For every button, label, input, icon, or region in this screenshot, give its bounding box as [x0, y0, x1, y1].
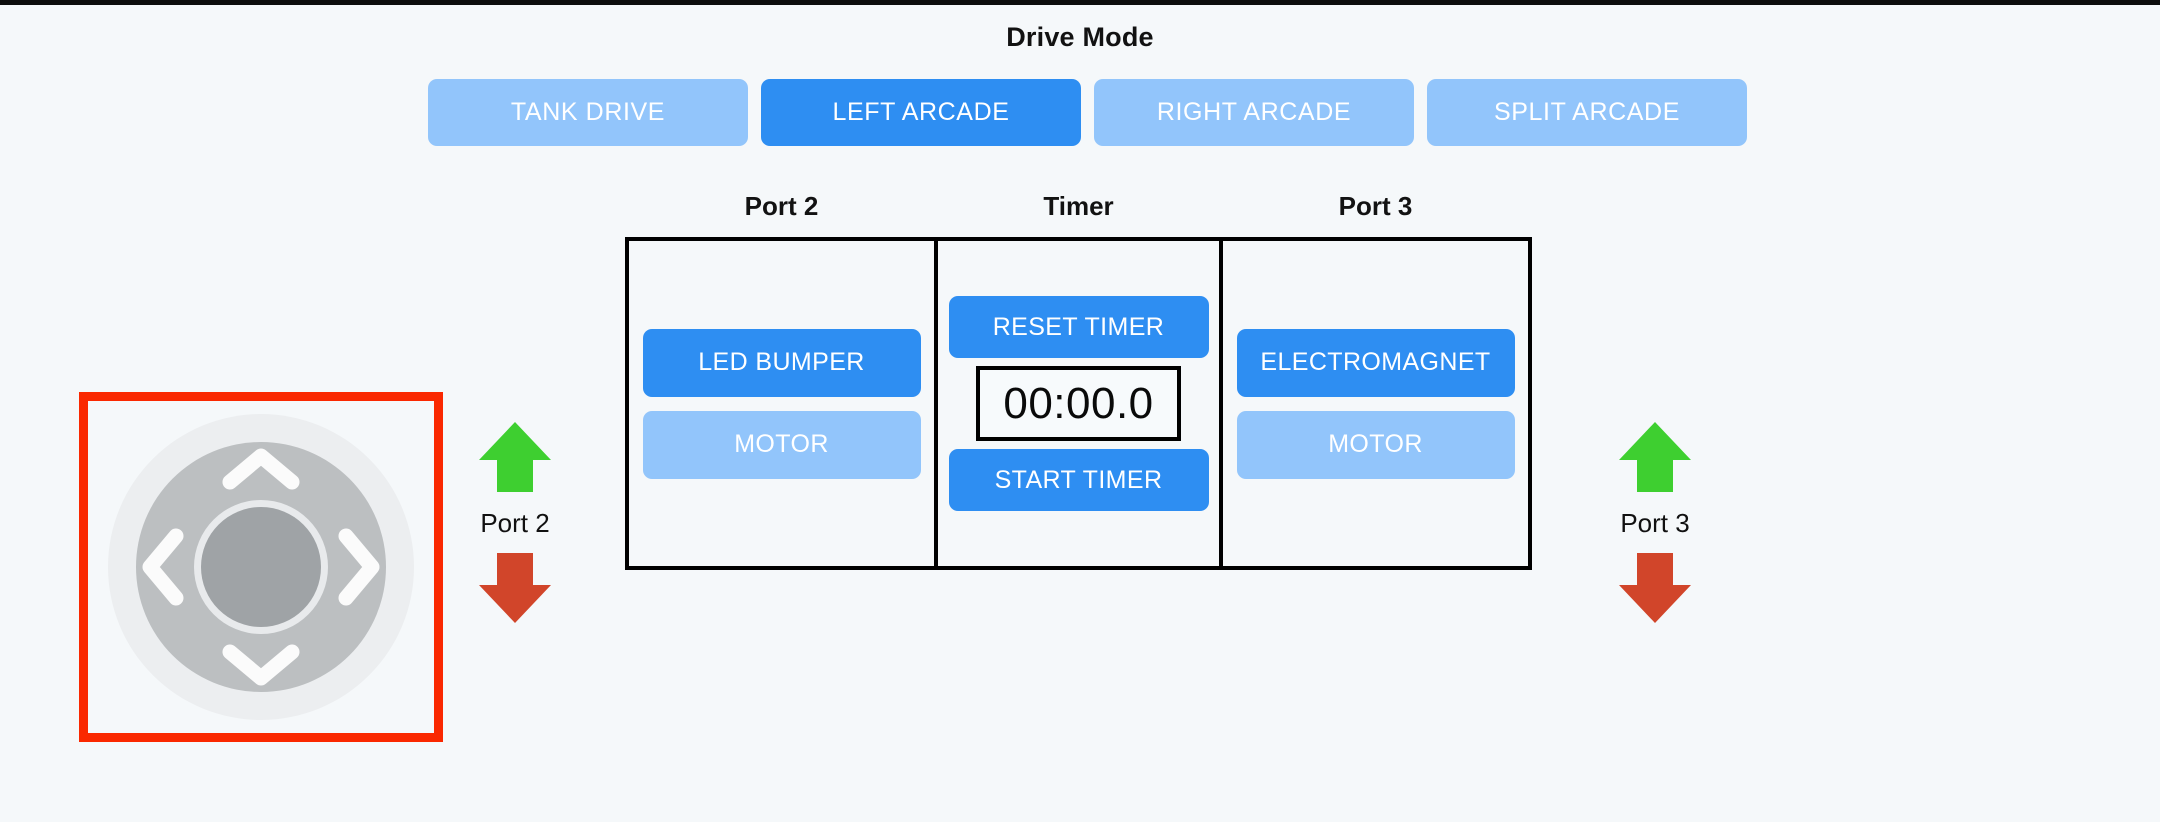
panel-port3: Port 3 ELECTROMAGNET MOTOR	[1219, 191, 1532, 570]
arrow-down-icon[interactable]	[1617, 551, 1693, 625]
drive-mode-title: Drive Mode	[1006, 22, 1154, 52]
electromagnet-button[interactable]: ELECTROMAGNET	[1236, 328, 1515, 397]
panel-timer: Timer RESET TIMER 00:00.0 START TIMER	[934, 191, 1223, 570]
chevron-down-icon[interactable]	[222, 644, 300, 686]
arrow-up-icon[interactable]	[477, 420, 553, 494]
drive-mode-button-group: TANK DRIVE LEFT ARCADE RIGHT ARCADE SPLI…	[428, 79, 1747, 146]
panel-timer-label: Timer	[1043, 191, 1114, 221]
mode-button-left-arcade[interactable]: LEFT ARCADE	[761, 79, 1081, 146]
reset-timer-button[interactable]: RESET TIMER	[948, 296, 1209, 358]
dpad-selection-box[interactable]	[79, 392, 443, 742]
dpad-center-knob[interactable]	[201, 507, 321, 627]
chevron-right-icon[interactable]	[338, 528, 380, 606]
chevron-left-icon[interactable]	[142, 528, 184, 606]
mode-button-right-arcade[interactable]: RIGHT ARCADE	[1094, 79, 1414, 146]
port3-indicator-label: Port 3	[1620, 508, 1690, 538]
port3-motor-button[interactable]: MOTOR	[1236, 410, 1515, 479]
port3-indicator-stack: Port 3	[1590, 420, 1720, 625]
directional-pad[interactable]	[108, 414, 414, 720]
start-timer-button[interactable]: START TIMER	[948, 449, 1209, 511]
panel-port2: Port 2 LED BUMPER MOTOR	[625, 191, 938, 570]
top-status-bar	[0, 0, 2160, 5]
panel-group: Port 2 LED BUMPER MOTOR Timer RESET TIME…	[625, 191, 1532, 570]
mode-button-tank-drive[interactable]: TANK DRIVE	[428, 79, 748, 146]
led-bumper-button[interactable]: LED BUMPER	[642, 328, 921, 397]
dpad-chevrons	[142, 448, 380, 686]
port2-indicator-label: Port 2	[480, 508, 550, 538]
timer-controls: RESET TIMER 00:00.0 START TIMER	[948, 296, 1209, 511]
panel-port3-label: Port 3	[1338, 191, 1413, 221]
chevron-up-icon[interactable]	[222, 448, 300, 490]
timer-display: 00:00.0	[976, 366, 1181, 441]
mode-button-split-arcade[interactable]: SPLIT ARCADE	[1427, 79, 1747, 146]
port2-indicator-stack: Port 2	[450, 420, 580, 625]
arrow-up-icon[interactable]	[1617, 420, 1693, 494]
port2-motor-button[interactable]: MOTOR	[642, 410, 921, 479]
panel-port2-label: Port 2	[744, 191, 819, 221]
arrow-down-icon[interactable]	[477, 551, 553, 625]
